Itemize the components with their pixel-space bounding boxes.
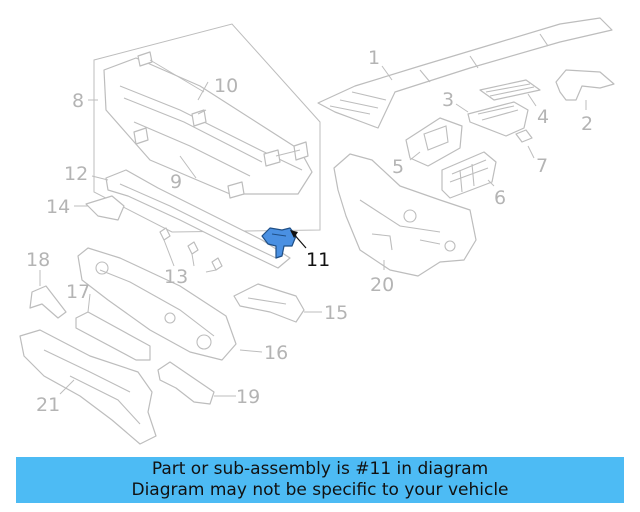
part-18-small-bracket	[29, 285, 67, 319]
label-18: 18	[26, 249, 50, 271]
label-19: 19	[236, 386, 260, 408]
part-19-side-bracket	[157, 361, 215, 405]
part-4-grille	[479, 79, 541, 101]
label-3: 3	[442, 89, 454, 111]
info-banner: Part or sub-assembly is #11 in diagram D…	[16, 457, 624, 503]
part-12-cowl-rail	[105, 169, 291, 269]
label-17: 17	[66, 281, 90, 303]
part-15-lower-bracket	[233, 283, 305, 323]
label-13: 13	[164, 266, 188, 288]
part-20-dash-panel	[333, 153, 477, 277]
label-14: 14	[46, 196, 70, 218]
label-12: 12	[64, 163, 88, 185]
label-20: 20	[370, 274, 394, 296]
label-1: 1	[368, 47, 380, 69]
part-7-clip	[515, 129, 533, 143]
label-10: 10	[214, 75, 238, 97]
part-14-bracket	[85, 195, 125, 221]
label-4: 4	[537, 106, 549, 128]
label-15: 15	[324, 302, 348, 324]
label-7: 7	[536, 155, 548, 177]
part-8-cowl-assembly-box	[93, 23, 321, 233]
label-11: 11	[306, 249, 330, 271]
label-5: 5	[392, 156, 404, 178]
part-3-vent-housing	[467, 101, 529, 137]
label-21: 21	[36, 394, 60, 416]
banner-line-disclaimer: Diagram may not be specific to your vehi…	[131, 480, 509, 500]
label-9: 9	[170, 171, 182, 193]
banner-line-part-number: Part or sub-assembly is #11 in diagram	[151, 459, 489, 479]
part-16-frame-panel	[77, 247, 237, 361]
part-2-bracket	[555, 69, 615, 101]
label-6: 6	[494, 187, 506, 209]
part-11-highlighted-bracket	[261, 227, 307, 259]
leader-lines	[39, 65, 587, 397]
label-16: 16	[264, 342, 288, 364]
part-5-air-duct	[405, 117, 463, 167]
part-13-clips	[159, 227, 223, 273]
label-2: 2	[581, 113, 593, 135]
part-1-cowl-top-panel	[317, 17, 613, 129]
part-21-insulator	[19, 329, 157, 445]
part-6-filter-grid	[441, 151, 497, 199]
label-8: 8	[72, 90, 84, 112]
callout-labels: 1 2 3 4 5 6 7 8 9 10 11 12 13 14 15 16 1…	[26, 47, 593, 416]
